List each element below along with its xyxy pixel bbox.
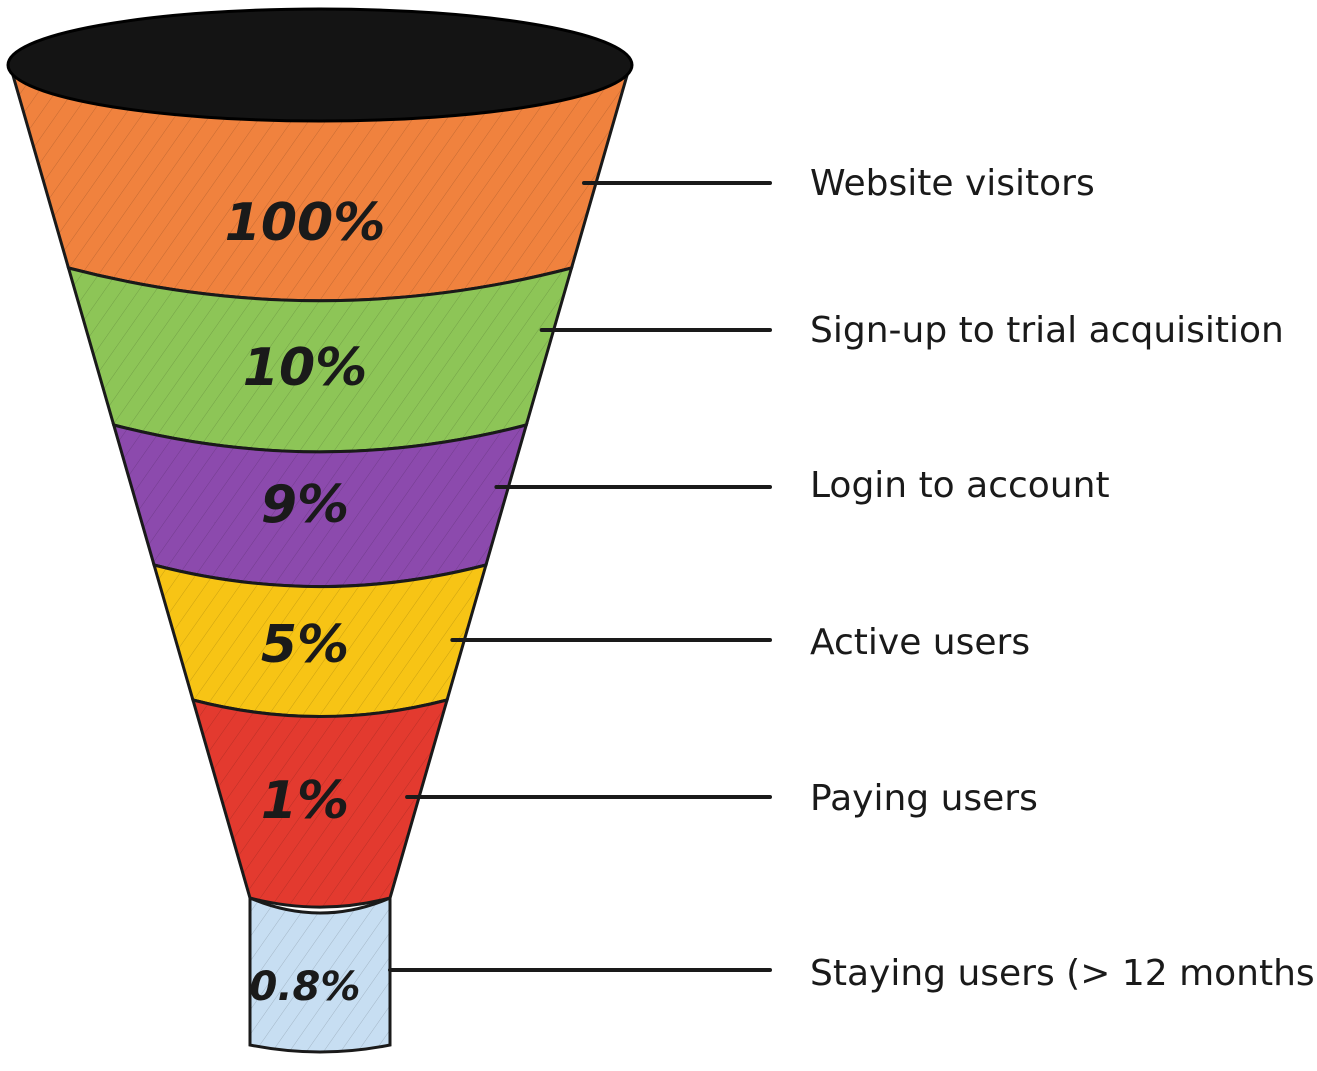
stage-label: Paying users xyxy=(810,778,1038,819)
stage-label: Sign-up to trial acquisition xyxy=(810,310,1284,351)
percentage-label: 10% xyxy=(243,338,367,398)
funnel-band-texture-2 xyxy=(68,268,572,452)
funnel-band-texture-4 xyxy=(154,565,486,717)
funnel-band-texture-5 xyxy=(192,700,448,908)
percentage-labels: 100% 10% 9% 5% 1% 0.8% xyxy=(225,193,386,1010)
funnel-band-texture-6 xyxy=(250,898,390,1052)
percentage-label: 1% xyxy=(261,771,349,831)
percentage-label: 9% xyxy=(261,475,349,535)
funnel-rim xyxy=(6,7,634,123)
funnel-opening xyxy=(6,7,634,123)
leader-lines xyxy=(388,181,772,972)
stage-label: Staying users (> 12 months) xyxy=(810,953,1317,994)
funnel-band-texture-1 xyxy=(10,65,630,301)
stage-label: Website visitors xyxy=(810,163,1095,204)
percentage-label: 5% xyxy=(261,615,349,675)
stage-label: Login to account xyxy=(810,465,1110,506)
percentage-label: 100% xyxy=(225,193,386,253)
percentage-label: 0.8% xyxy=(250,964,361,1010)
funnel-band-texture-3 xyxy=(113,425,527,587)
funnel-bands xyxy=(7,62,633,1054)
stage-label: Active users xyxy=(810,622,1030,663)
